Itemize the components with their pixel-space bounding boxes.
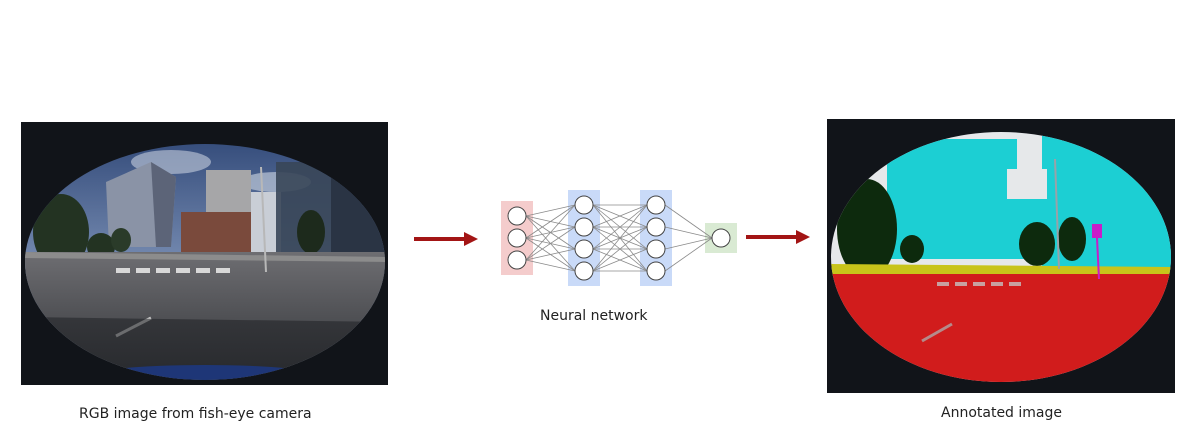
neuron-node <box>507 250 527 270</box>
connection-edge <box>592 226 648 272</box>
connection-edge <box>664 226 713 239</box>
rgb-image-caption: RGB image from fish-eye camera <box>79 406 312 422</box>
neuron-node <box>574 261 594 281</box>
connection-edge <box>592 248 648 272</box>
neuron-node <box>574 195 594 215</box>
annotated-image-caption: Annotated image <box>941 405 1063 421</box>
connection-edge <box>525 204 576 261</box>
segmentation-scene <box>831 132 1171 382</box>
connection-edge <box>525 204 576 239</box>
neural-network-caption: Neural network <box>540 308 648 324</box>
neural-network-diagram <box>501 190 737 286</box>
annotated-image <box>827 119 1175 393</box>
connection-edge <box>525 259 576 272</box>
neuron-node <box>646 195 666 215</box>
connection-edge <box>525 204 576 217</box>
neuron-node <box>646 239 666 259</box>
connection-edge <box>592 204 648 250</box>
rgb-fisheye-image <box>21 122 388 385</box>
connection-edge <box>664 237 713 272</box>
connection-edge <box>592 204 648 272</box>
connection-edge <box>664 204 713 239</box>
neuron-node <box>646 261 666 281</box>
neuron-node <box>711 228 731 248</box>
connection-edge <box>664 237 713 250</box>
right-arrow-icon <box>746 230 810 244</box>
neuron-node <box>574 239 594 259</box>
fisheye-scene <box>25 144 385 380</box>
neuron-node <box>574 217 594 237</box>
connection-edge <box>525 226 576 261</box>
neuron-node <box>507 228 527 248</box>
neuron-node <box>646 217 666 237</box>
right-arrow-icon <box>414 232 478 246</box>
connection-edge <box>592 204 648 228</box>
neuron-node <box>507 206 527 226</box>
connection-edge <box>525 248 576 261</box>
